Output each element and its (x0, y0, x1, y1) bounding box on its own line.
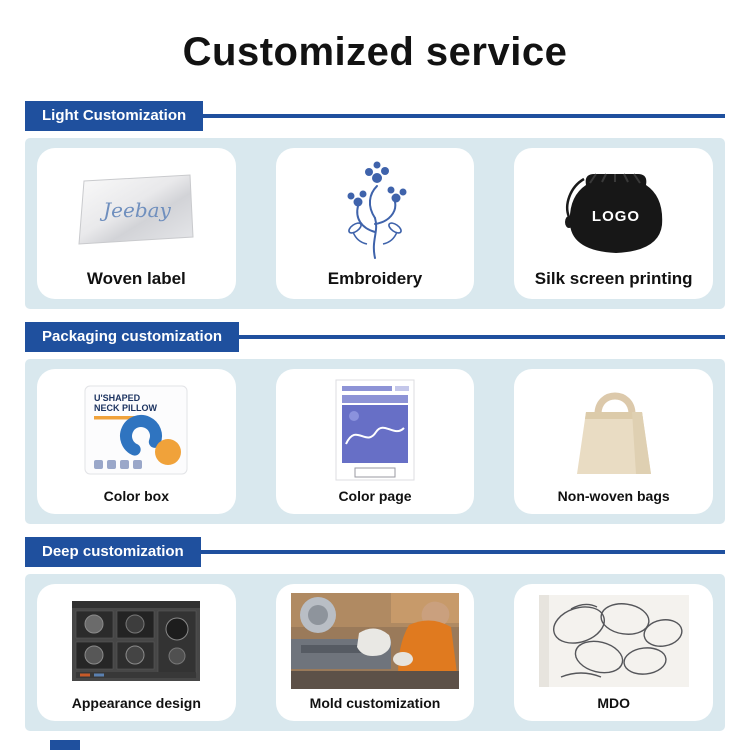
partial-next-section-tab (50, 740, 80, 750)
card-color-box: U'SHAPED NECK PILLOW (37, 369, 236, 514)
section-tab-label: Light Customization (42, 107, 187, 124)
section-tab: Deep customization (25, 537, 201, 567)
card-mold-customization: Mold customization (275, 584, 475, 721)
svg-text:LOGO: LOGO (592, 208, 640, 225)
section-deep-customization: Deep customization (25, 537, 725, 731)
embroidery-image (324, 156, 426, 264)
card-label: MDO (597, 695, 631, 711)
section-body: U'SHAPED NECK PILLOW (25, 359, 725, 524)
section-tab-label: Packaging customization (42, 328, 223, 345)
svg-text:U'SHAPED: U'SHAPED (94, 393, 141, 403)
card-mdo: MDO (514, 584, 714, 721)
section-header: Light Customization (25, 101, 725, 131)
section-light-customization: Light Customization (25, 101, 725, 309)
svg-text:NECK PILLOW: NECK PILLOW (94, 403, 158, 413)
section-body: Appearance design (25, 574, 725, 731)
card-label: Silk screen printing (534, 269, 693, 288)
card-label: Woven label (86, 269, 186, 288)
section-packaging-customization: Packaging customization U'SHAPED NECK PI… (25, 322, 725, 524)
card-label: Appearance design (71, 695, 201, 711)
tote-bag-image (561, 377, 667, 483)
section-tab-label: Deep customization (42, 543, 184, 560)
sections-container: Light Customization (0, 101, 750, 750)
section-tab: Packaging customization (25, 322, 240, 352)
card-label: Mold customization (309, 695, 441, 711)
card-silk-screen-printing: LOGO Silk screen printing (514, 148, 714, 299)
card-embroidery: Embroidery (275, 148, 475, 299)
factory-photo-image (291, 592, 459, 690)
section-header: Packaging customization (25, 322, 725, 352)
drawstring-pouch-image: LOGO (552, 156, 676, 264)
woven-label-image: Jeebay (74, 156, 198, 264)
card-color-page: Color page (275, 369, 475, 514)
color-page-image (331, 377, 419, 483)
card-label: Color page (338, 488, 412, 504)
section-body: Jeebay Woven label (25, 138, 725, 309)
card-label: Color box (103, 488, 169, 504)
neck-pillow-box-image: U'SHAPED NECK PILLOW (81, 377, 191, 483)
design-software-image (72, 592, 201, 690)
section-divider-line (239, 335, 725, 339)
section-divider-line (200, 550, 725, 554)
section-header: Deep customization (25, 537, 725, 567)
card-appearance-design: Appearance design (37, 584, 236, 721)
page-title: Customized service (182, 30, 568, 74)
sketch-drawing-image (538, 592, 689, 690)
section-tab: Light Customization (25, 101, 204, 131)
card-label: Non-woven bags (557, 488, 670, 504)
card-woven-label: Jeebay Woven label (37, 148, 236, 299)
svg-text:Jeebay: Jeebay (99, 198, 171, 222)
card-label: Embroidery (327, 269, 423, 288)
card-non-woven-bags: Non-woven bags (514, 369, 714, 514)
section-divider-line (203, 114, 725, 118)
